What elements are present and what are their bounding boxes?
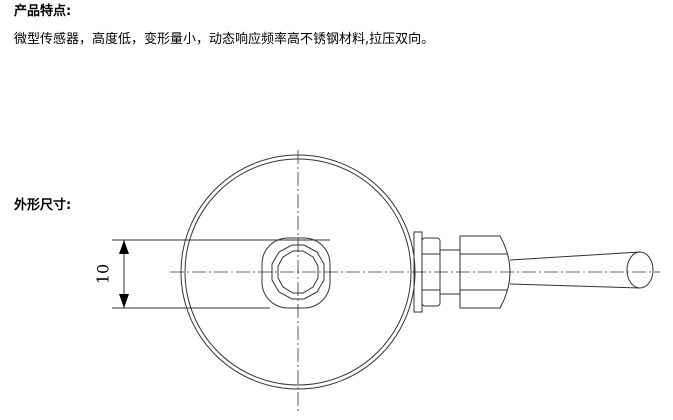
dim-value-label: 10 — [94, 264, 113, 284]
dimensions-heading: 外形尺寸: — [14, 198, 72, 213]
centre-boss — [261, 237, 331, 309]
dim-arrow-bottom — [119, 294, 129, 308]
cable-bottom-edge — [509, 283, 641, 289]
centre-hole-octagon — [271, 244, 325, 300]
features-heading: 产品特点: — [14, 4, 72, 19]
dim-arrow-top — [119, 240, 129, 254]
features-description: 微型传感器，高度低，变形量小，动态响应频率高不锈钢材料,拉压双向。 — [14, 32, 435, 47]
cable-end — [626, 251, 654, 289]
cable-top-edge — [509, 251, 641, 261]
centre-hole-inner — [277, 250, 319, 294]
